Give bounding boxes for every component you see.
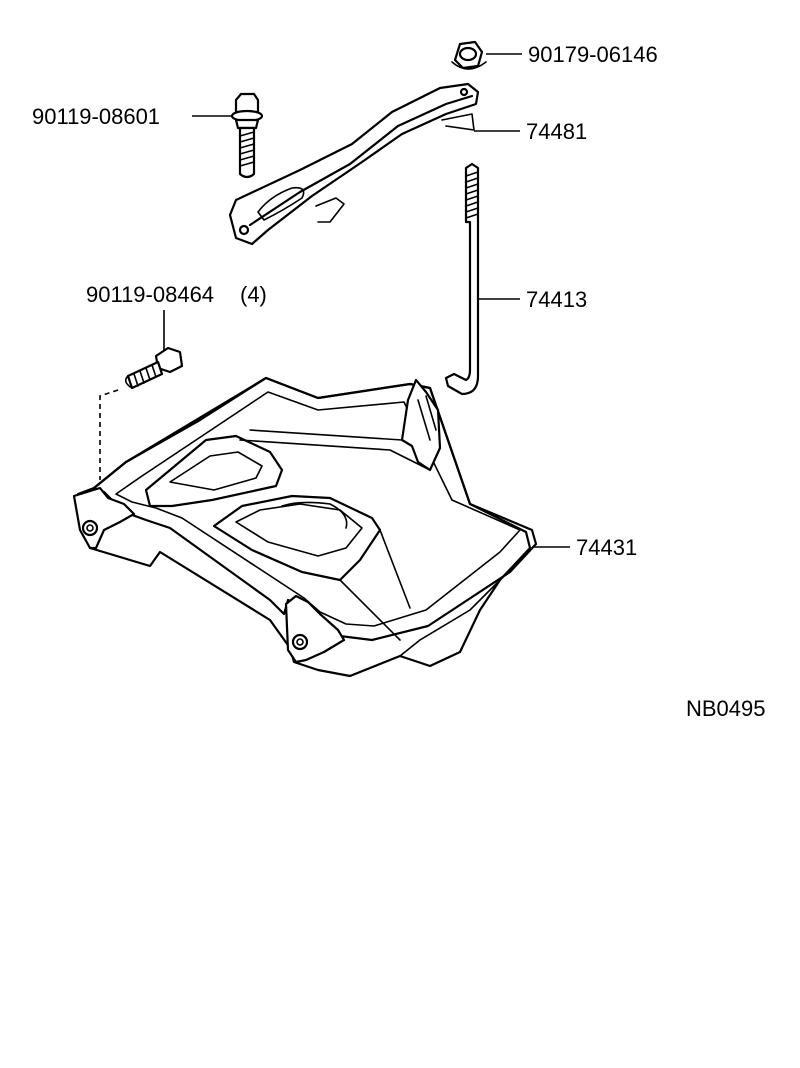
clamp-part-number: 74481 [526,119,587,144]
battery-tray-part [72,376,538,678]
flange-nut-part [451,40,487,70]
lower-bolt-quantity: (4) [240,282,267,307]
lower-bolt-part [124,346,184,390]
upper-bolt-part [230,92,264,179]
rod-part-number: 74413 [526,287,587,312]
lower-bolt-alignment-line [99,389,119,480]
hold-down-rod-part [444,162,480,396]
battery-clamp-part [228,82,480,246]
upper-bolt-part-number: 90119-08601 [32,104,160,129]
nut-part-number: 90179-06146 [528,42,658,67]
lower-bolt-part-number: 90119-08464 [86,282,214,307]
tray-part-number: 74431 [576,535,637,560]
diagram-reference-code: NB0495 [686,696,766,721]
